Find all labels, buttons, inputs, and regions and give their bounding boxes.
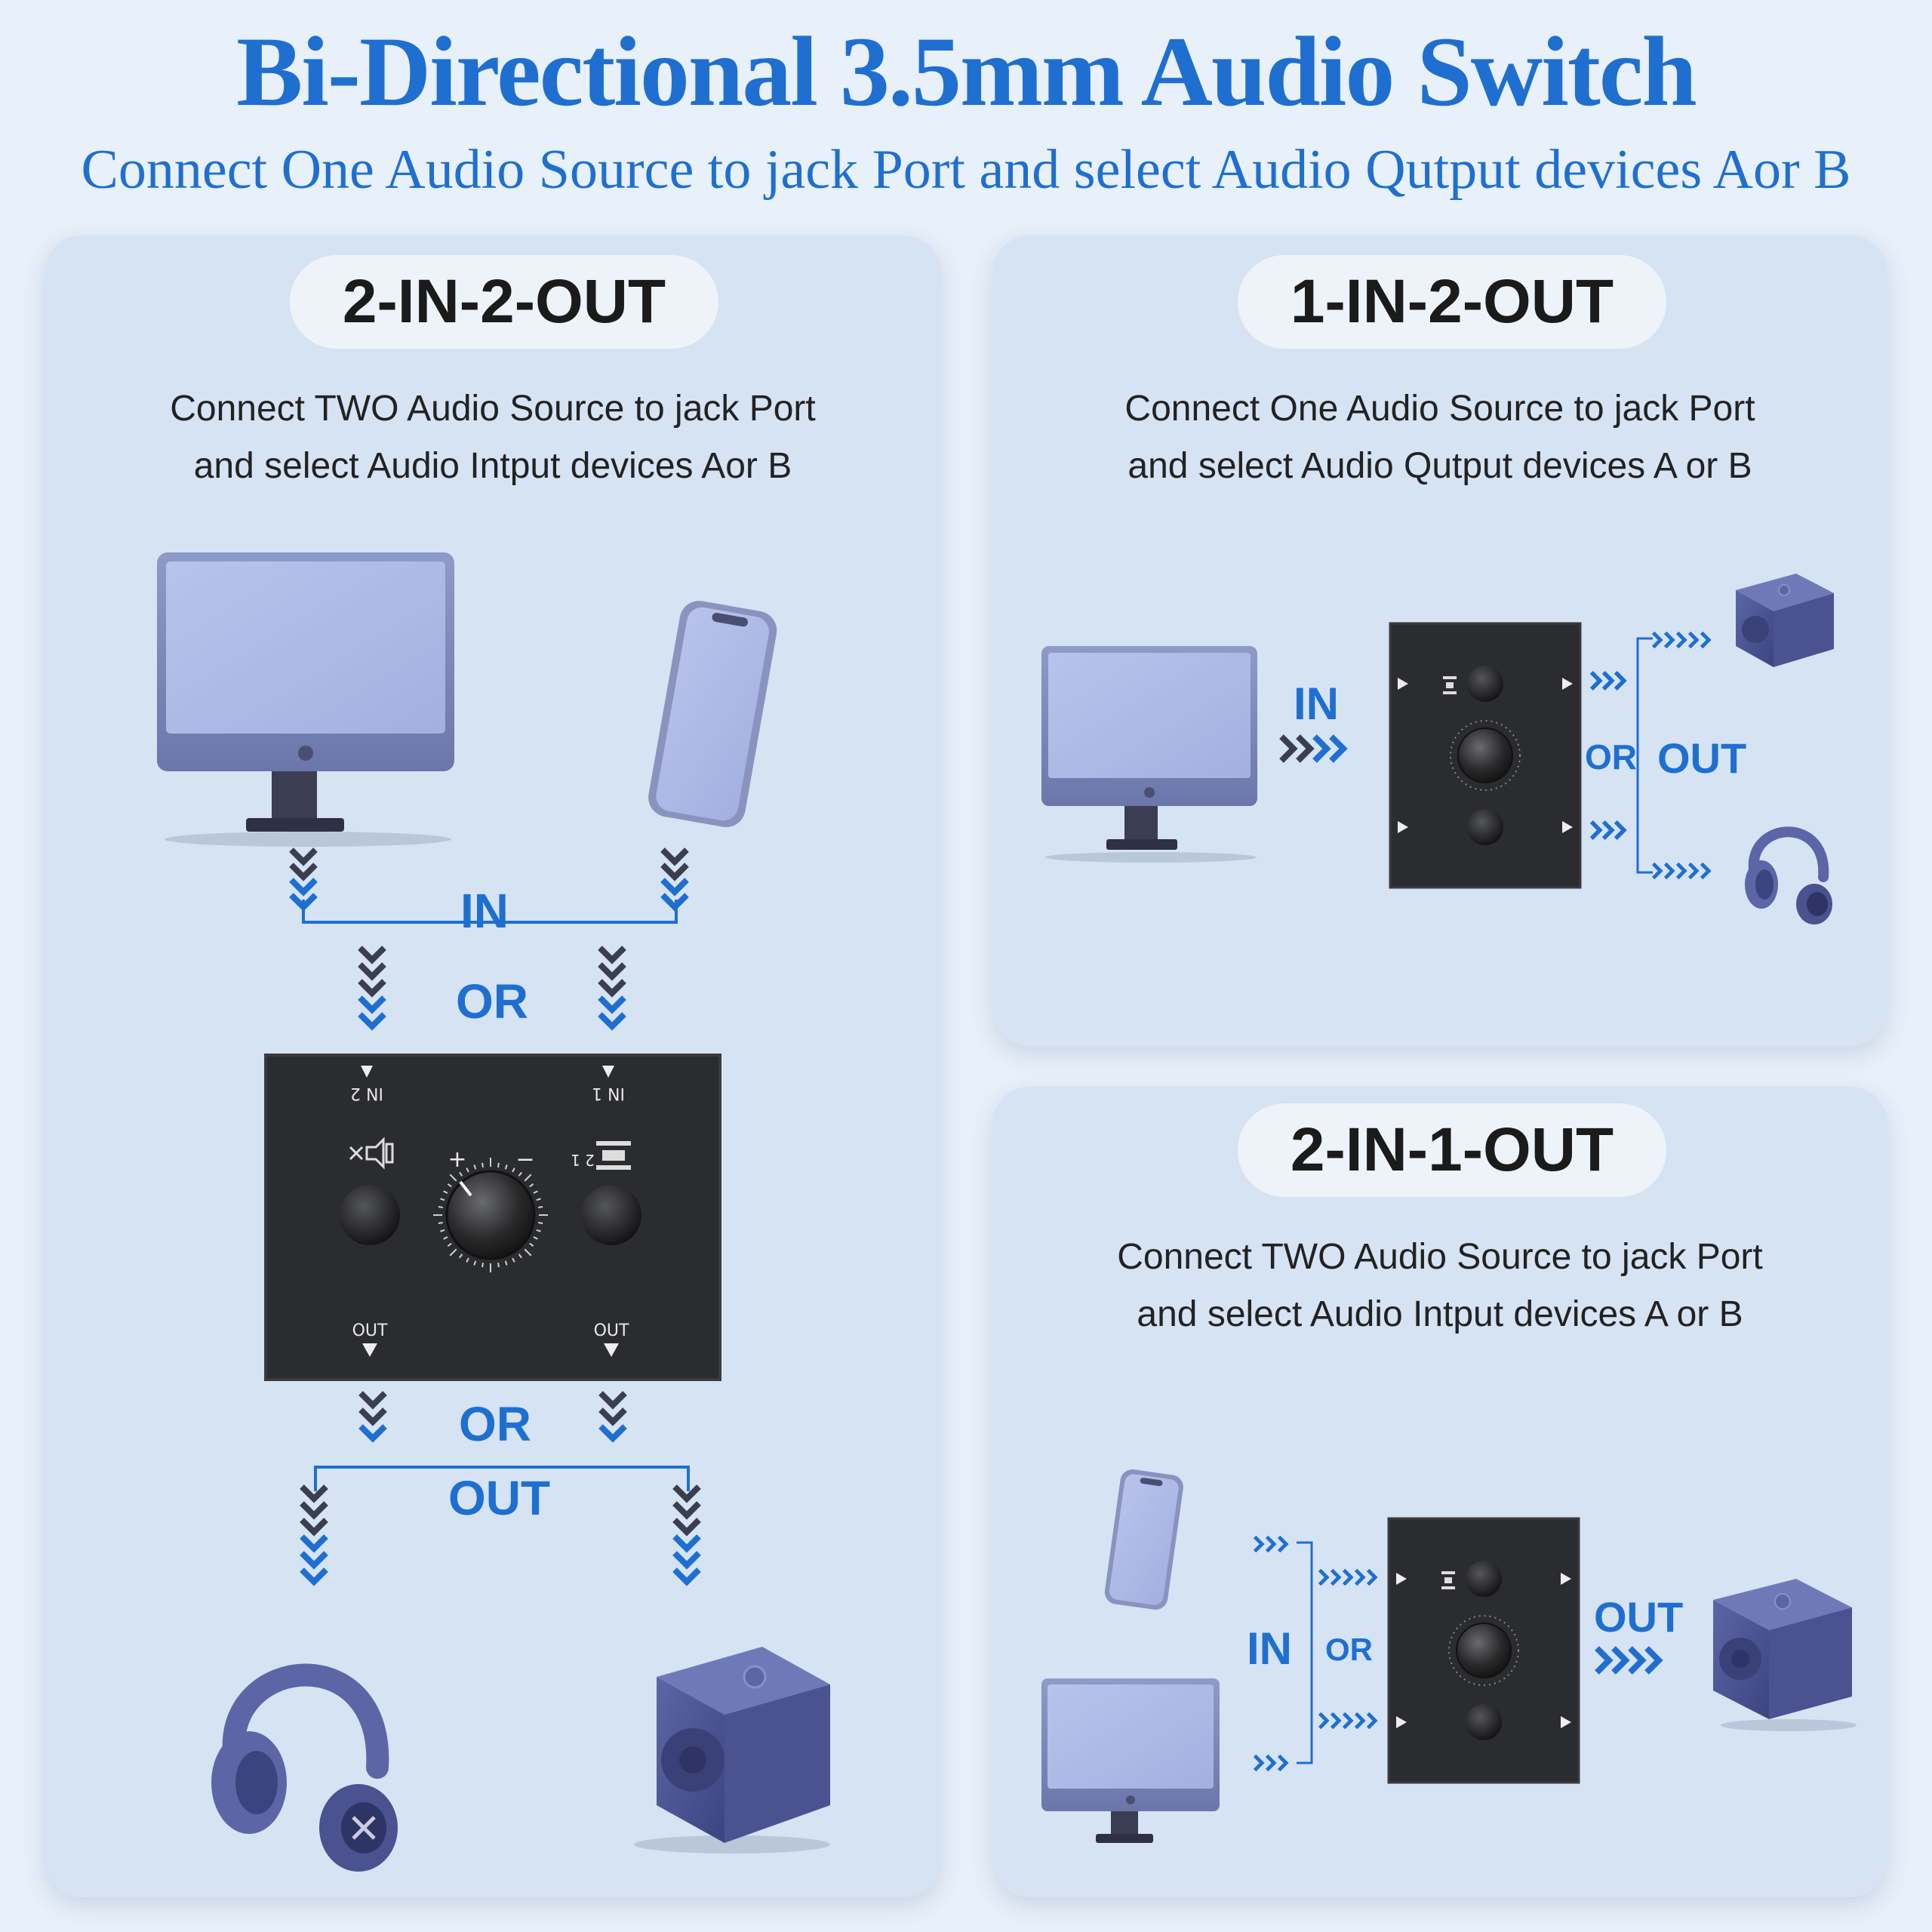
page-subtitle: Connect One Audio Source to jack Port an… [81, 139, 1851, 201]
port-in1-label: IN 1 [592, 1084, 625, 1103]
page-title: Bi-Directional 3.5mm Audio Switch [236, 16, 1697, 127]
label-in: IN [1247, 1623, 1292, 1674]
out-or-arrow-left [358, 1390, 388, 1466]
mute-button[interactable] [1467, 809, 1503, 845]
out-arrow-lower [1589, 820, 1635, 842]
mode-description: Connect TWO Audio Source to jack Port an… [993, 1229, 1887, 1343]
out-arrow-left [299, 1484, 329, 1597]
volume-ticks [433, 1158, 548, 1272]
in-bracket [302, 900, 678, 924]
phone-icon [1104, 1469, 1183, 1610]
in-arrow-a [1318, 1568, 1386, 1588]
mode-pill: 2-IN-1-OUT [1238, 1103, 1666, 1197]
volume-knob[interactable] [1456, 1623, 1512, 1678]
in-arrow-lower [1253, 1754, 1298, 1774]
out-arrow [1594, 1645, 1677, 1680]
panel-1-in-2-out: 1-IN-2-OUT Connect One Audio Source to j… [993, 235, 1887, 1046]
phone-icon [648, 601, 777, 828]
speaker-icon [1736, 574, 1834, 667]
mode-pill: 2-IN-2-OUT [290, 255, 718, 349]
desc-line-2: and select Audio Intput devices Aor B [193, 446, 792, 486]
mode-description: Connect One Audio Source to jack Port an… [993, 380, 1887, 495]
selector-labels: 2 1 [571, 1151, 595, 1169]
desc-line-1: Connect TWO Audio Source to jack Port [1117, 1237, 1763, 1277]
select-button[interactable] [1467, 666, 1503, 702]
headphones-icon [1745, 826, 1832, 924]
out-arrow-b [1651, 862, 1719, 881]
speaker-icon [1713, 1579, 1857, 1731]
label-or-bottom: OR [459, 1397, 531, 1451]
knob-minus: − [515, 1146, 534, 1173]
select-button[interactable] [581, 1185, 641, 1245]
port-out-right-label: OUT [594, 1321, 629, 1340]
headphones-icon [211, 1663, 398, 1872]
or-arrow-right [596, 945, 628, 1051]
audio-switch-icon: IN 2 IN 1 2 1 + − OUT OUT [264, 1054, 721, 1381]
out-bracket [314, 1466, 690, 1491]
out-arrow-right [672, 1484, 702, 1597]
in-arrow-upper [1253, 1535, 1298, 1555]
mute-icon [349, 1137, 394, 1170]
label-out: OUT [1594, 1593, 1684, 1641]
out-arrow-a [1651, 631, 1719, 651]
audio-switch-icon [1389, 622, 1582, 889]
label-out: OUT [1657, 734, 1747, 782]
label-or-top: OR [456, 974, 528, 1029]
knob-plus: + [448, 1146, 466, 1173]
in-arrow-b [1318, 1712, 1386, 1731]
desc-line-1: Connect One Audio Source to jack Port [1124, 389, 1755, 429]
label-in: IN [460, 884, 509, 938]
label-out: OUT [448, 1471, 551, 1525]
speaker-icon [634, 1647, 830, 1854]
mode-description: Connect TWO Audio Source to jack Port an… [45, 380, 940, 495]
desc-line-2: and select Audio Qutput devices A or B [1128, 446, 1752, 486]
port-out-left-label: OUT [352, 1321, 388, 1340]
volume-knob[interactable] [445, 1170, 536, 1260]
out-arrow-upper [1589, 670, 1635, 693]
desc-line-1: Connect TWO Audio Source to jack Port [170, 389, 816, 429]
mode-pill: 1-IN-2-OUT [1238, 255, 1666, 349]
volume-knob[interactable] [1457, 728, 1513, 783]
desc-line-2: and select Audio Intput devices A or B [1137, 1294, 1743, 1334]
mute-button[interactable] [1466, 1704, 1502, 1740]
in-arrow [1278, 734, 1361, 768]
out-bracket [1636, 637, 1653, 874]
port-in2-label: IN 2 [350, 1084, 383, 1103]
or-arrow-left [356, 945, 388, 1051]
panel-2-in-2-out: 2-IN-2-OUT Connect TWO Audio Source to j… [45, 235, 940, 1897]
in-bracket [1297, 1541, 1313, 1764]
select-button[interactable] [1466, 1561, 1502, 1597]
mute-button[interactable] [340, 1185, 400, 1245]
audio-switch-icon [1387, 1517, 1580, 1784]
monitor-icon [157, 552, 454, 847]
panel-2-in-1-out: 2-IN-1-OUT Connect TWO Audio Source to j… [993, 1087, 1887, 1897]
label-or: OR [1325, 1632, 1373, 1667]
selector-icon [596, 1141, 631, 1170]
monitor-icon [1041, 646, 1257, 863]
label-or: OR [1585, 737, 1637, 777]
monitor-icon [1041, 1678, 1220, 1843]
label-in: IN [1294, 678, 1339, 729]
out-or-arrow-right [598, 1390, 628, 1466]
